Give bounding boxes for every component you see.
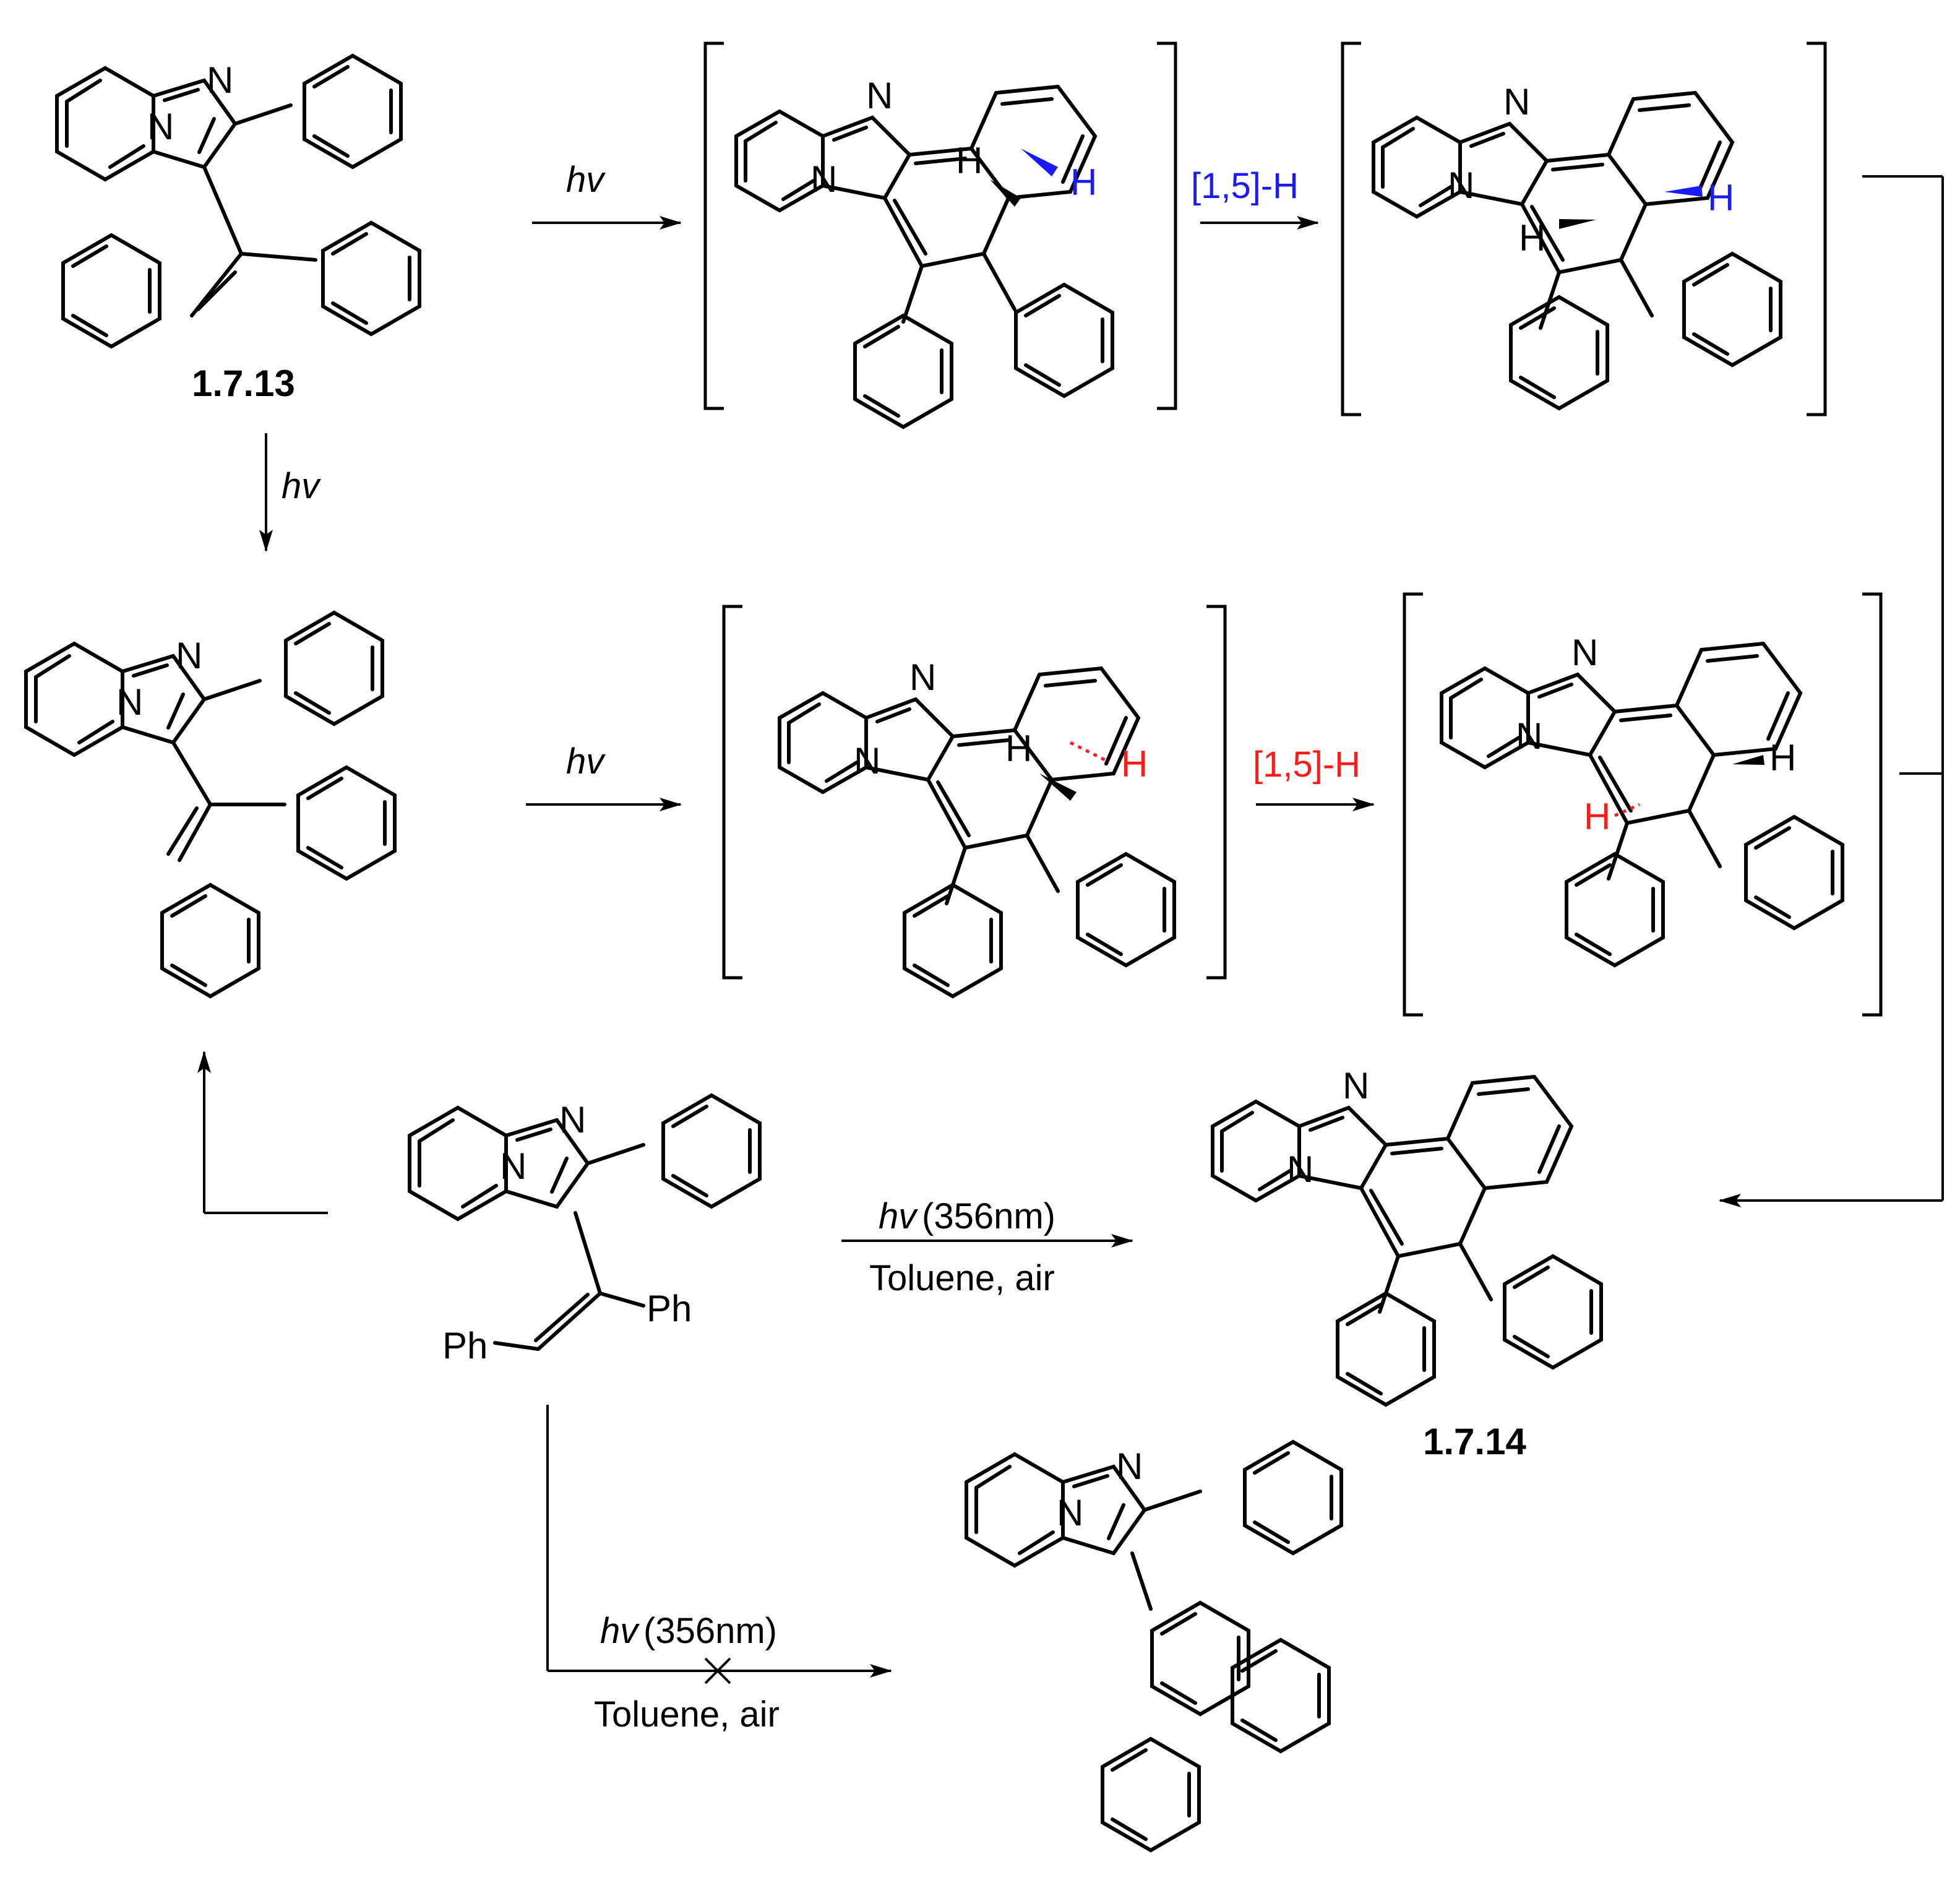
atom-n: N (909, 657, 936, 698)
atom-n: N (866, 75, 893, 116)
svg-text:hv: hv (879, 1196, 918, 1236)
ph-label: Ph (442, 1325, 488, 1366)
connector-left-up (197, 1051, 328, 1214)
compound-1714-structure: N N 1.7.14 (1213, 1065, 1601, 1462)
atom-n: N (1057, 1492, 1083, 1533)
atom-h-blue: H (1070, 162, 1097, 203)
atom-n: N (1287, 1149, 1313, 1190)
shift-label-red: [1,5]-H (1253, 744, 1360, 785)
atom-n: N (1516, 715, 1542, 757)
atom-h: H (1005, 728, 1032, 769)
atom-h-red: H (1121, 743, 1148, 785)
atom-n: N (559, 1099, 586, 1141)
shift-label-blue: [1,5]-H (1191, 166, 1299, 206)
intermediate-1: N N H H (703, 41, 1177, 427)
arrow-hv-356-success: hv (356nm) Toluene, air (841, 1196, 1133, 1298)
wavelength-label: (356nm) (922, 1196, 1055, 1236)
phenanthrene-product: N N (966, 1442, 1341, 1850)
atom-n: N (147, 106, 174, 147)
atom-n: N (176, 635, 202, 676)
ph-label: Ph (647, 1288, 692, 1329)
atom-n: N (1343, 1065, 1369, 1106)
atom-h-red: H (1584, 796, 1610, 837)
hv-label: hv (282, 466, 321, 506)
atom-n: N (500, 1145, 527, 1187)
hv-label: hv (600, 1611, 640, 1651)
atom-n: N (207, 59, 233, 101)
conditions-label: Toluene, air (594, 1694, 780, 1735)
connector-right (1719, 175, 1944, 1207)
arrow-15h-red: [1,5]-H (1253, 744, 1375, 811)
hv-label: hv (879, 1196, 918, 1236)
compound-1713-structure: N N 1.7.13 (57, 56, 419, 404)
wavelength-label: (356nm) (643, 1611, 777, 1651)
atom-n: N (1503, 81, 1530, 123)
starting-material: N N Ph Ph (410, 1095, 760, 1366)
atom-n: N (116, 681, 143, 723)
hv-label: hv (566, 160, 606, 200)
arrow-15h-blue: [1,5]-H (1191, 166, 1319, 230)
compound-label-1713: 1.7.13 (192, 363, 295, 404)
atom-h: H (956, 140, 982, 181)
hv-label: hv (566, 741, 606, 782)
arrow-hv-2: hv (526, 741, 682, 811)
atom-h: H (1769, 737, 1796, 778)
compound-label-1714: 1.7.14 (1423, 1421, 1526, 1462)
atom-n: N (1448, 165, 1474, 206)
arrow-hv-356-failed: hv (356nm) Toluene, air (546, 1405, 892, 1735)
intermediate-2: N N H H (1341, 41, 1827, 416)
atom-n: N (1116, 1446, 1143, 1487)
compound-z-isomer: N N (26, 613, 395, 996)
atom-h-blue: H (1708, 177, 1734, 218)
atom-n: N (810, 158, 837, 200)
atom-n: N (1571, 632, 1598, 673)
arrow-hv-1: hv (532, 160, 682, 230)
atom-n: N (854, 740, 880, 782)
arrow-hv-down: hv (259, 433, 321, 552)
intermediate-4: N N H H (1403, 592, 1883, 1017)
conditions-label: Toluene, air (869, 1258, 1055, 1298)
svg-text:hv: hv (600, 1611, 640, 1651)
atom-h: H (1519, 217, 1545, 259)
intermediate-3: N N H H (722, 605, 1227, 996)
